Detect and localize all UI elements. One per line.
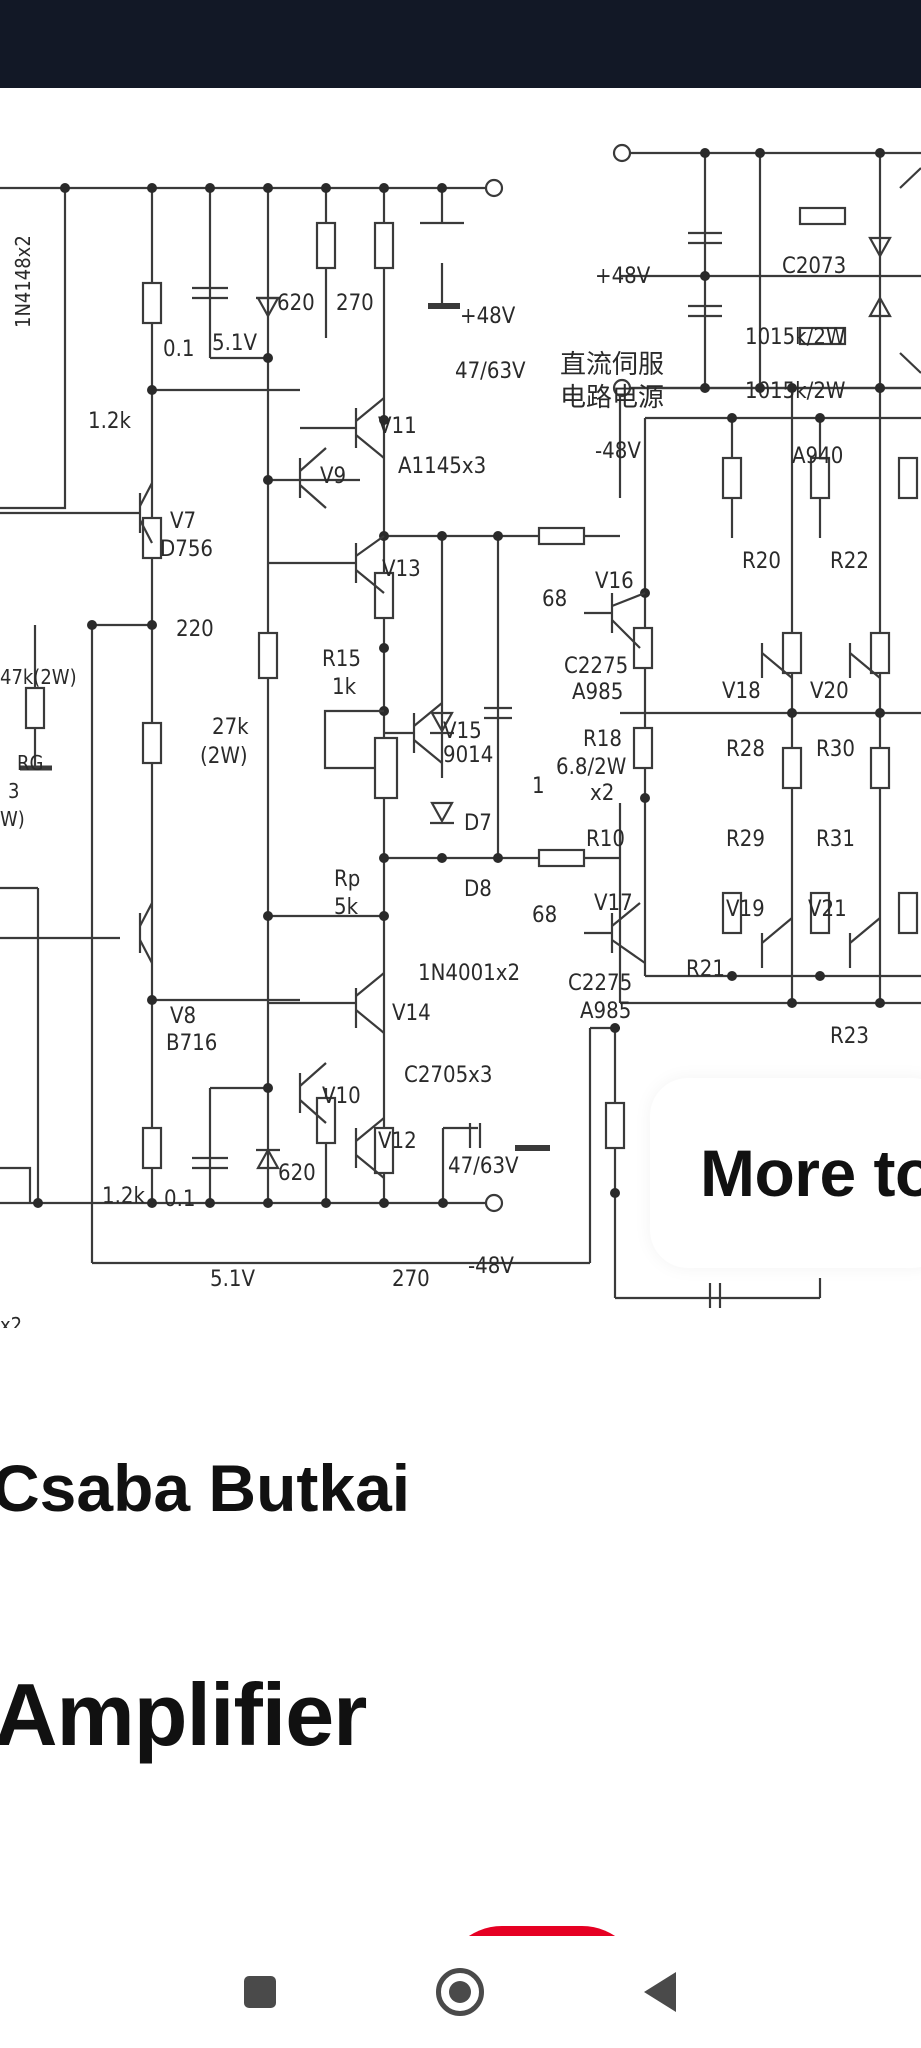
svg-text:V14: V14 bbox=[392, 1001, 431, 1026]
pin-author-name[interactable]: Csaba Butkai bbox=[0, 1451, 411, 1525]
svg-text:(2W): (2W) bbox=[200, 744, 248, 769]
circle-home-icon bbox=[436, 1968, 484, 2016]
svg-text:R15: R15 bbox=[322, 647, 361, 672]
svg-text:B716: B716 bbox=[166, 1031, 217, 1056]
svg-text:A940: A940 bbox=[792, 444, 843, 469]
svg-text:5k: 5k bbox=[334, 895, 359, 920]
svg-text:R29: R29 bbox=[726, 827, 765, 852]
svg-text:68: 68 bbox=[532, 903, 557, 928]
svg-text:0.1: 0.1 bbox=[163, 337, 194, 362]
recents-button[interactable] bbox=[220, 1956, 300, 2028]
system-navigation-bar bbox=[0, 1936, 921, 2048]
svg-text:-48V: -48V bbox=[468, 1254, 514, 1279]
svg-text:+48V: +48V bbox=[460, 304, 516, 329]
svg-text:R31: R31 bbox=[816, 827, 855, 852]
svg-text:V8: V8 bbox=[170, 1004, 196, 1029]
svg-text:x2: x2 bbox=[0, 1313, 22, 1328]
svg-text:C2275: C2275 bbox=[564, 654, 628, 679]
svg-text:1k: 1k bbox=[332, 675, 357, 700]
svg-text:V13: V13 bbox=[382, 557, 421, 582]
svg-text:47k(2W): 47k(2W) bbox=[0, 665, 77, 689]
back-button[interactable] bbox=[620, 1956, 700, 2028]
svg-text:270: 270 bbox=[336, 291, 374, 316]
home-button[interactable] bbox=[420, 1956, 500, 2028]
svg-text:C2275: C2275 bbox=[568, 971, 632, 996]
svg-text:R10: R10 bbox=[586, 827, 625, 852]
svg-text:R22: R22 bbox=[830, 549, 869, 574]
more-to-explore-label: More to bbox=[700, 1136, 921, 1210]
status-bar bbox=[0, 0, 921, 88]
svg-text:V12: V12 bbox=[378, 1129, 417, 1154]
svg-text:V11: V11 bbox=[378, 414, 417, 439]
svg-text:R21: R21 bbox=[686, 957, 725, 982]
svg-text:1.2k: 1.2k bbox=[102, 1184, 145, 1209]
svg-text:270: 270 bbox=[392, 1267, 430, 1292]
pin-image-schematic[interactable]: 1N4148x2 0.1 5.1V 620 270 +48V 47/63V 1.… bbox=[0, 88, 921, 1328]
svg-text:-48V: -48V bbox=[595, 439, 641, 464]
svg-text:1.2k: 1.2k bbox=[88, 409, 131, 434]
svg-text:R30: R30 bbox=[816, 737, 855, 762]
svg-text:620: 620 bbox=[277, 291, 315, 316]
svg-text:47/63V: 47/63V bbox=[455, 359, 526, 384]
svg-text:9014: 9014 bbox=[443, 743, 493, 768]
svg-text:V20: V20 bbox=[810, 679, 849, 704]
pin-title: Amplifier bbox=[0, 1665, 367, 1764]
svg-text:V19: V19 bbox=[726, 897, 765, 922]
svg-text:C2705x3: C2705x3 bbox=[404, 1063, 492, 1088]
svg-text:V21: V21 bbox=[808, 897, 847, 922]
svg-text:D7: D7 bbox=[464, 811, 492, 836]
svg-text:A985: A985 bbox=[572, 680, 623, 705]
svg-text:6.8/2W: 6.8/2W bbox=[556, 755, 626, 780]
svg-text:x2: x2 bbox=[590, 781, 614, 806]
svg-text:10: 10 bbox=[745, 325, 770, 350]
svg-text:V7: V7 bbox=[170, 509, 196, 534]
svg-text:1N4148x2: 1N4148x2 bbox=[11, 235, 35, 328]
svg-text:直流伺服: 直流伺服 bbox=[560, 350, 664, 380]
svg-text:V16: V16 bbox=[595, 569, 634, 594]
svg-text:V17: V17 bbox=[594, 891, 633, 916]
svg-text:220: 220 bbox=[176, 617, 214, 642]
svg-text:W): W) bbox=[0, 807, 25, 831]
more-to-explore-card[interactable]: More to bbox=[650, 1078, 921, 1268]
svg-text:1: 1 bbox=[532, 774, 545, 799]
svg-text:V18: V18 bbox=[722, 679, 761, 704]
svg-text:C2073: C2073 bbox=[782, 254, 846, 279]
svg-text:电路电源: 电路电源 bbox=[560, 383, 664, 413]
svg-text:A985: A985 bbox=[580, 999, 631, 1024]
svg-text:A1145x3: A1145x3 bbox=[398, 454, 486, 479]
svg-text:V15: V15 bbox=[443, 719, 482, 744]
svg-text:R20: R20 bbox=[742, 549, 781, 574]
svg-text:15k/2W: 15k/2W bbox=[770, 325, 845, 350]
svg-text:Rp: Rp bbox=[334, 867, 360, 892]
svg-text:1N4001x2: 1N4001x2 bbox=[418, 961, 520, 986]
svg-text:V10: V10 bbox=[322, 1084, 361, 1109]
svg-text:V9: V9 bbox=[320, 464, 346, 489]
amplifier-schematic: 1N4148x2 0.1 5.1V 620 270 +48V 47/63V 1.… bbox=[0, 143, 921, 1328]
svg-text:3: 3 bbox=[8, 779, 19, 803]
svg-text:D8: D8 bbox=[464, 877, 492, 902]
svg-text:10: 10 bbox=[745, 379, 770, 404]
svg-text:+48V: +48V bbox=[595, 264, 651, 289]
svg-text:620: 620 bbox=[278, 1161, 316, 1186]
svg-text:5.1V: 5.1V bbox=[210, 1267, 255, 1292]
svg-text:5.1V: 5.1V bbox=[212, 331, 257, 356]
triangle-back-icon bbox=[644, 1972, 676, 2012]
svg-text:R28: R28 bbox=[726, 737, 765, 762]
svg-text:D756: D756 bbox=[160, 537, 213, 562]
svg-text:47/63V: 47/63V bbox=[448, 1154, 519, 1179]
svg-text:R23: R23 bbox=[830, 1024, 869, 1049]
square-icon bbox=[244, 1976, 276, 2008]
svg-text:RG: RG bbox=[17, 751, 43, 775]
svg-text:27k: 27k bbox=[212, 715, 249, 740]
svg-text:0.1: 0.1 bbox=[164, 1187, 195, 1212]
svg-text:R18: R18 bbox=[583, 727, 622, 752]
svg-text:68: 68 bbox=[542, 587, 567, 612]
svg-text:15k/2W: 15k/2W bbox=[770, 379, 845, 404]
